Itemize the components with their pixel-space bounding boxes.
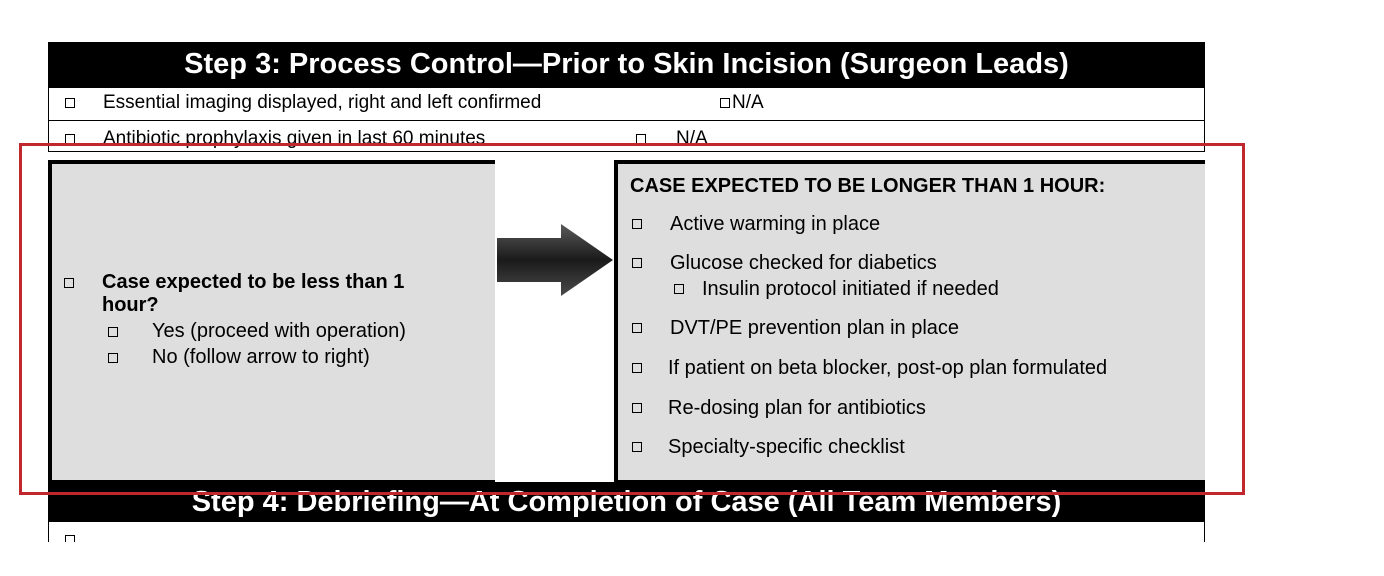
checkbox-icon[interactable]: [632, 363, 642, 373]
short-case-question-line1: Case expected to be less than 1: [102, 271, 405, 293]
imaging-label: Essential imaging displayed, right and l…: [103, 92, 542, 113]
short-case-panel: Case expected to be less than 1 hour? Ye…: [48, 160, 499, 484]
imaging-row: Essential imaging displayed, right and l…: [48, 88, 1205, 121]
checkbox-icon[interactable]: [632, 323, 642, 333]
redosing-label: Re-dosing plan for antibiotics: [668, 397, 926, 419]
checkbox-icon[interactable]: [636, 134, 646, 144]
surgical-checklist: Step 3: Process Control—Prior to Skin In…: [48, 42, 1205, 542]
checkbox-icon[interactable]: [632, 219, 642, 229]
right-arrow-icon: [497, 224, 613, 296]
checkbox-icon[interactable]: [720, 98, 730, 108]
imaging-na-label: N/A: [732, 92, 764, 113]
no-option-label: No (follow arrow to right): [152, 346, 370, 368]
checkbox-icon[interactable]: [632, 258, 642, 268]
dvt-label: DVT/PE prevention plan in place: [670, 317, 960, 339]
checkbox-icon[interactable]: [65, 98, 75, 108]
glucose-label: Glucose checked for diabetics: [670, 252, 937, 274]
yes-option-label: Yes (proceed with operation): [152, 320, 406, 342]
arrow-column: [495, 160, 613, 484]
step4-title: Step 4: Debriefing—At Completion of Case…: [48, 482, 1205, 522]
debrief-row: [48, 522, 1205, 542]
antibiotic-na-label: N/A: [676, 128, 708, 149]
antibiotic-row: Antibiotic prophylaxis given in last 60 …: [48, 121, 1205, 152]
warming-label: Active warming in place: [670, 213, 881, 235]
checkbox-icon[interactable]: [65, 134, 75, 144]
short-case-question-line2: hour?: [102, 294, 159, 316]
checkbox-icon[interactable]: [632, 403, 642, 413]
checkbox-icon[interactable]: [674, 284, 684, 294]
insulin-label: Insulin protocol initiated if needed: [702, 278, 999, 300]
long-case-panel: CASE EXPECTED TO BE LONGER THAN 1 HOUR: …: [614, 160, 1205, 484]
step3-title: Step 3: Process Control—Prior to Skin In…: [48, 42, 1205, 88]
checkbox-icon[interactable]: [65, 535, 75, 542]
checkbox-icon[interactable]: [108, 327, 118, 337]
checkbox-icon[interactable]: [108, 353, 118, 363]
antibiotic-label: Antibiotic prophylaxis given in last 60 …: [103, 128, 486, 149]
checkbox-icon[interactable]: [632, 442, 642, 452]
checkbox-icon[interactable]: [64, 278, 74, 288]
specialty-label: Specialty-specific checklist: [668, 436, 905, 458]
long-case-heading: CASE EXPECTED TO BE LONGER THAN 1 HOUR:: [630, 175, 1106, 197]
beta-blocker-label: If patient on beta blocker, post-op plan…: [668, 357, 1108, 379]
